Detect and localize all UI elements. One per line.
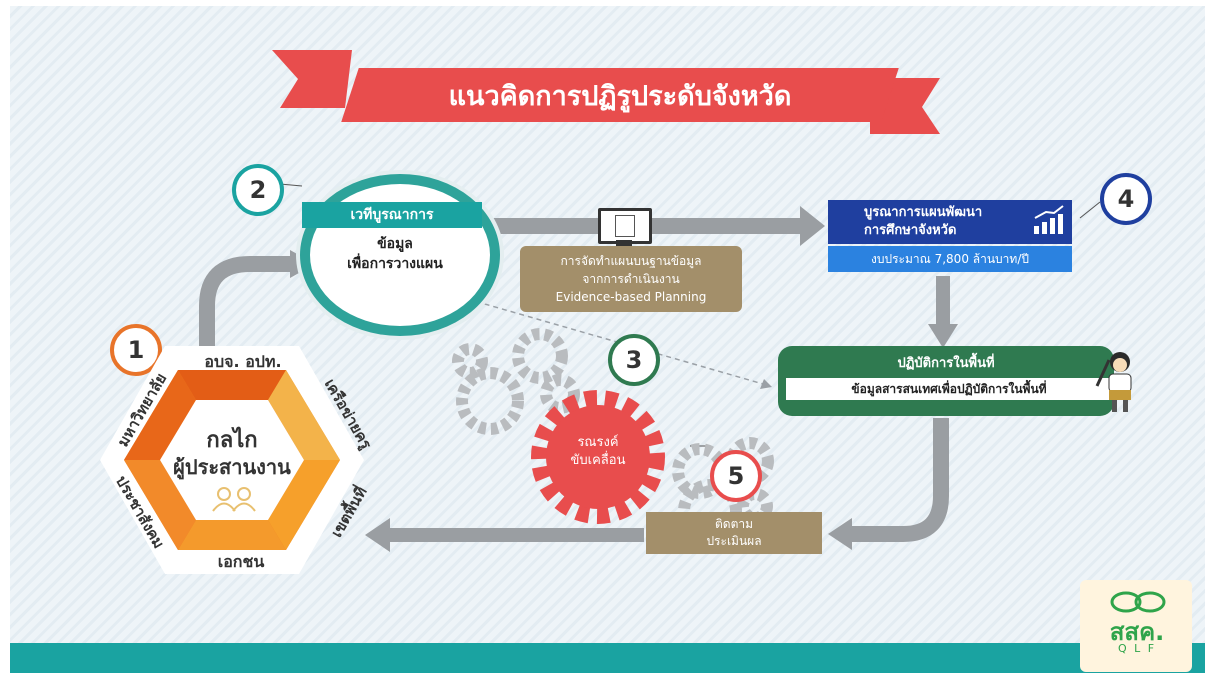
campaign-line-2: ขับเคลื่อน bbox=[570, 453, 626, 468]
hexagon-center: กลไก ผู้ประสานงาน bbox=[160, 428, 304, 480]
logo-sub-text: Q L F bbox=[1117, 642, 1157, 655]
growth-chart-icon bbox=[1034, 205, 1064, 234]
step-3-badge: 3 bbox=[608, 334, 660, 386]
hub-circle bbox=[300, 174, 500, 336]
evidence-box: การจัดทำแผนบนฐานข้อมูล จากการดำเนินงาน E… bbox=[520, 246, 742, 312]
page-title: แนวคิดการปฏิรูประดับจังหวัด bbox=[448, 80, 792, 112]
plan-box: บูรณาการแผนพัฒนา การศึกษาจังหวัด bbox=[828, 200, 1072, 244]
budget-label: งบประมาณ 7,800 ล้านบาท/ปี bbox=[828, 246, 1072, 272]
hub-line-1: ข้อมูล bbox=[377, 236, 413, 252]
hexagon-center-line-2: ผู้ประสานงาน bbox=[173, 455, 291, 479]
action-heading: ปฏิบัติการในพื้นที่ bbox=[897, 355, 995, 371]
campaign-line-1: รณรงค์ bbox=[577, 435, 619, 450]
plan-line-1: บูรณาการแผนพัฒนา bbox=[864, 205, 983, 220]
people-icon bbox=[212, 487, 256, 512]
hub-text: ข้อมูล เพื่อการวางแผน bbox=[310, 234, 480, 274]
coordinator-hexagon bbox=[100, 346, 364, 574]
step-2-badge: 2 bbox=[232, 164, 284, 216]
step-5-badge: 5 bbox=[710, 450, 762, 502]
infographic-stage: แนวคิดการปฏิรูประดับจังหวัด bbox=[10, 6, 1205, 673]
step-4-badge: 4 bbox=[1100, 173, 1152, 225]
logo-main-text: สสค. bbox=[1109, 618, 1165, 646]
hexagon-bottom-label: เอกชน bbox=[217, 552, 265, 571]
hexagon-center-line-1: กลไก bbox=[206, 428, 258, 453]
student-figure-icon bbox=[1095, 352, 1132, 412]
evidence-line-3: Evidence-based Planning bbox=[555, 290, 707, 304]
red-gear-icon bbox=[531, 390, 665, 524]
sprout-logo-icon bbox=[1110, 591, 1166, 613]
monitor-line-1: ติดตาม bbox=[714, 517, 754, 531]
monitor-line-2: ประเมินผล bbox=[706, 534, 762, 548]
monitor-stand-icon bbox=[616, 240, 632, 246]
monitor-evaluate-box: ติดตาม ประเมินผล bbox=[646, 512, 822, 554]
hexagon-top-label: อบจ. อปท. bbox=[204, 352, 282, 371]
hub-heading: เวทีบูรณาการ bbox=[302, 202, 482, 228]
campaign-label: รณรงค์ ขับเคลื่อน bbox=[558, 434, 638, 470]
footer-bar bbox=[10, 643, 1205, 673]
action-subtitle: ข้อมูลสารสนเทศเพื่อปฏิบัติการในพื้นที่ bbox=[786, 378, 1112, 400]
evidence-line-1: การจัดทำแผนบนฐานข้อมูล bbox=[560, 254, 702, 268]
evidence-line-2: จากการดำเนินงาน bbox=[582, 272, 680, 286]
monitor-icon bbox=[598, 208, 652, 244]
hub-line-2: เพื่อการวางแผน bbox=[347, 256, 443, 272]
plan-line-2: การศึกษาจังหวัด bbox=[864, 223, 957, 238]
